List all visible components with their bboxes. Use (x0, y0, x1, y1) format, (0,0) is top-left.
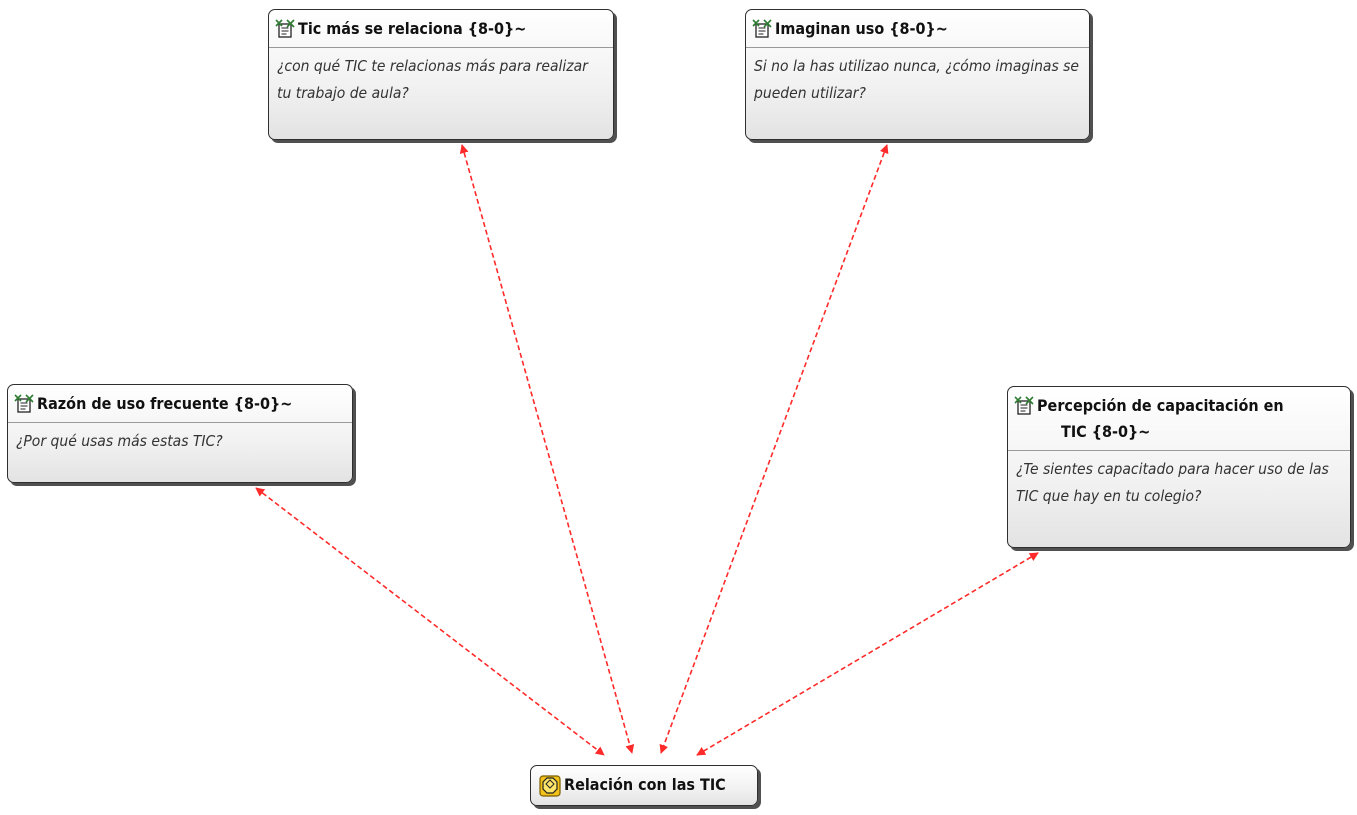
link-razon-relacion[interactable] (255, 487, 605, 756)
node-comment: ¿Por qué usas más estas TIC? (8, 422, 352, 461)
node-relacion-con-las-tic[interactable]: Relación con las TIC (530, 765, 758, 806)
node-comment: ¿Te sientes capacitado para hacer uso de… (1008, 450, 1350, 516)
code-family-icon (539, 775, 561, 797)
link-imaginan-relacion[interactable] (659, 144, 889, 754)
node-title: Percepción de capacitación en TIC {8-0}~ (1037, 393, 1342, 445)
node-title: Razón de uso frecuente {8-0}~ (37, 394, 293, 413)
node-title: Tic más se relaciona {8-0}~ (298, 19, 527, 38)
node-header: Razón de uso frecuente {8-0}~ (8, 385, 352, 422)
node-tic-mas-se-relaciona[interactable]: Tic más se relaciona {8-0}~ ¿con qué TIC… (268, 9, 614, 140)
node-title-line-1: Percepción de capacitación en (1037, 396, 1284, 415)
memo-code-icon (752, 19, 772, 39)
node-razon-de-uso-frecuente[interactable]: Razón de uso frecuente {8-0}~ ¿Por qué u… (7, 384, 353, 483)
node-title: Imaginan uso {8-0}~ (775, 19, 948, 38)
node-header: Imaginan uso {8-0}~ (746, 10, 1089, 47)
node-comment: Si no la has utilizao nunca, ¿cómo imagi… (746, 47, 1089, 113)
node-header: Relación con las TIC (531, 766, 757, 804)
node-header: Percepción de capacitación en TIC {8-0}~ (1008, 387, 1350, 450)
node-percepcion-de-capacitacion[interactable]: Percepción de capacitación en TIC {8-0}~… (1007, 386, 1351, 548)
node-title: Relación con las TIC (564, 775, 726, 794)
node-title-line-2: TIC {8-0}~ (1061, 422, 1151, 441)
memo-code-icon (1014, 396, 1034, 416)
link-tic-relacion[interactable] (459, 144, 635, 754)
node-imaginan-uso[interactable]: Imaginan uso {8-0}~ Si no la has utiliza… (745, 9, 1090, 140)
link-percepcion-relacion[interactable] (696, 552, 1039, 756)
node-comment: ¿con qué TIC te relacionas más para real… (269, 47, 613, 113)
memo-code-icon (275, 19, 295, 39)
memo-code-icon (14, 394, 34, 414)
node-header: Tic más se relaciona {8-0}~ (269, 10, 613, 47)
